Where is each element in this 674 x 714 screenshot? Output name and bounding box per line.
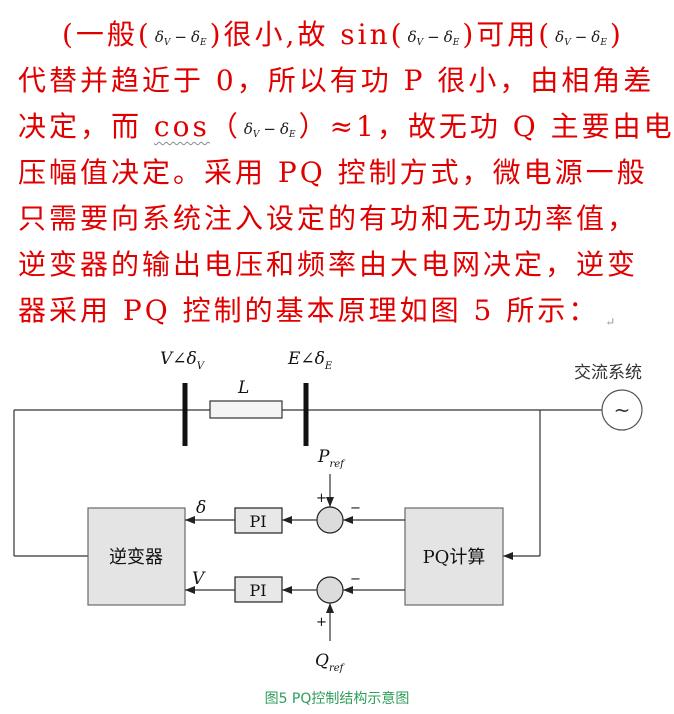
inverter-voltage-main: V∠δ	[160, 349, 197, 369]
paragraph-line-4: 压幅值决定。采用 PQ 控制方式，微电源一般	[18, 156, 648, 189]
pi-bottom-label: PI	[249, 581, 266, 600]
summing-junction-top	[316, 506, 344, 534]
cos-function: cos	[153, 110, 210, 143]
grid-voltage-main: E∠δ	[287, 349, 325, 369]
grid-voltage-subscript: E	[324, 361, 333, 372]
formula-subscript-e: E	[452, 38, 460, 48]
formula-subscript-e: E	[600, 38, 607, 48]
summing-junction-bottom	[316, 576, 344, 604]
line3-text-c: ）≈1，故无功 Q 主要由电	[298, 110, 674, 143]
paragraph-line-3: 决定，而 cos（δV−δE）≈1，故无功 Q 主要由电	[18, 106, 674, 148]
plus-sign-top: +	[316, 491, 327, 506]
q-ref-main: Q	[315, 651, 329, 671]
inverter-voltage-subscript: V	[197, 361, 206, 372]
delta-difference-formula: δV−δE	[243, 120, 296, 140]
line1-text-b: )很小,故 sin(	[209, 18, 405, 51]
formula-delta: δ	[555, 28, 565, 46]
line1-text-d: )	[609, 18, 624, 51]
paragraph-line-7: 器采用 PQ 控制的基本原理如图 5 所示： ↵	[18, 290, 615, 332]
formula-subscript-e: E	[200, 38, 207, 48]
inverter-voltage-label: V∠δV	[160, 349, 206, 372]
minus-sign-bottom: −	[350, 572, 361, 587]
formula-minus: −	[574, 28, 588, 46]
delta-signal-label: δ	[196, 498, 206, 518]
paragraph-line-6: 逆变器的输出电压和频率由大电网决定，逆变	[18, 248, 639, 281]
paragraph-line-2: 代替并趋近于 0，所以有功 P 很小，由相角差	[18, 64, 655, 97]
formula-delta: δ	[154, 28, 164, 46]
p-ref-main: P	[317, 447, 330, 467]
formula-subscript-v: V	[163, 38, 171, 48]
inductor-label: L	[237, 378, 249, 398]
formula-delta: δ	[407, 28, 417, 46]
p-ref-label: Pref	[317, 447, 346, 470]
body-paragraph: (一般(δV−δE)很小,故 sin(δV−δE)可用(δV−δE) 代替并趋近…	[0, 0, 674, 340]
formula-delta: δ	[243, 120, 253, 138]
line1-text-a: (一般(	[62, 18, 152, 51]
delta-difference-formula: δV−δE	[555, 28, 607, 48]
formula-subscript-v: V	[252, 130, 260, 140]
paragraph-line-5: 只需要向系统注入设定的有功和无功功率值，	[18, 202, 639, 235]
formula-delta: δ	[443, 28, 453, 46]
line1-text-c: )可用(	[462, 18, 553, 51]
ac-source-icon: ~	[614, 398, 631, 422]
line3-text-a: 决定，而	[18, 110, 154, 143]
q-ref-subscript: ref	[329, 663, 346, 674]
grid-voltage-label: E∠δE	[287, 349, 333, 372]
formula-subscript-v: V	[564, 38, 571, 48]
paragraph-line-1: (一般(δV−δE)很小,故 sin(δV−δE)可用(δV−δE)	[62, 14, 624, 56]
inverter-block-label: 逆变器	[109, 547, 163, 568]
ac-system-label: 交流系统	[574, 363, 642, 383]
formula-minus: −	[427, 28, 440, 46]
formula-delta: δ	[591, 28, 601, 46]
formula-delta: δ	[279, 120, 289, 138]
pi-controller-top	[234, 507, 283, 534]
formula-subscript-v: V	[416, 38, 424, 48]
delta-difference-formula: δV−δE	[407, 28, 460, 48]
inverter-block	[87, 507, 186, 606]
voltage-signal-label: V	[192, 569, 206, 589]
pq-calculation-label: PQ计算	[423, 547, 486, 568]
p-ref-subscript: ref	[329, 459, 346, 470]
pi-top-label: PI	[249, 512, 266, 531]
minus-sign-top: −	[350, 501, 361, 516]
paragraph-mark-icon: ↵	[605, 315, 616, 329]
inductor-box	[209, 400, 283, 419]
ac-source-circle	[601, 389, 643, 431]
formula-minus: −	[174, 28, 187, 46]
line3-text-b: （	[209, 110, 241, 143]
pq-calculation-block	[404, 507, 504, 606]
q-ref-label: Qref	[315, 651, 346, 674]
figure-caption: 图5 PQ控制结构示意图	[264, 691, 410, 707]
formula-delta: δ	[190, 28, 200, 46]
delta-difference-formula: δV−δE	[154, 28, 207, 48]
formula-subscript-e: E	[288, 130, 296, 140]
line7-text: 器采用 PQ 控制的基本原理如图 5 所示：	[18, 294, 600, 327]
plus-sign-bottom: +	[316, 615, 327, 630]
formula-minus: −	[263, 120, 276, 138]
